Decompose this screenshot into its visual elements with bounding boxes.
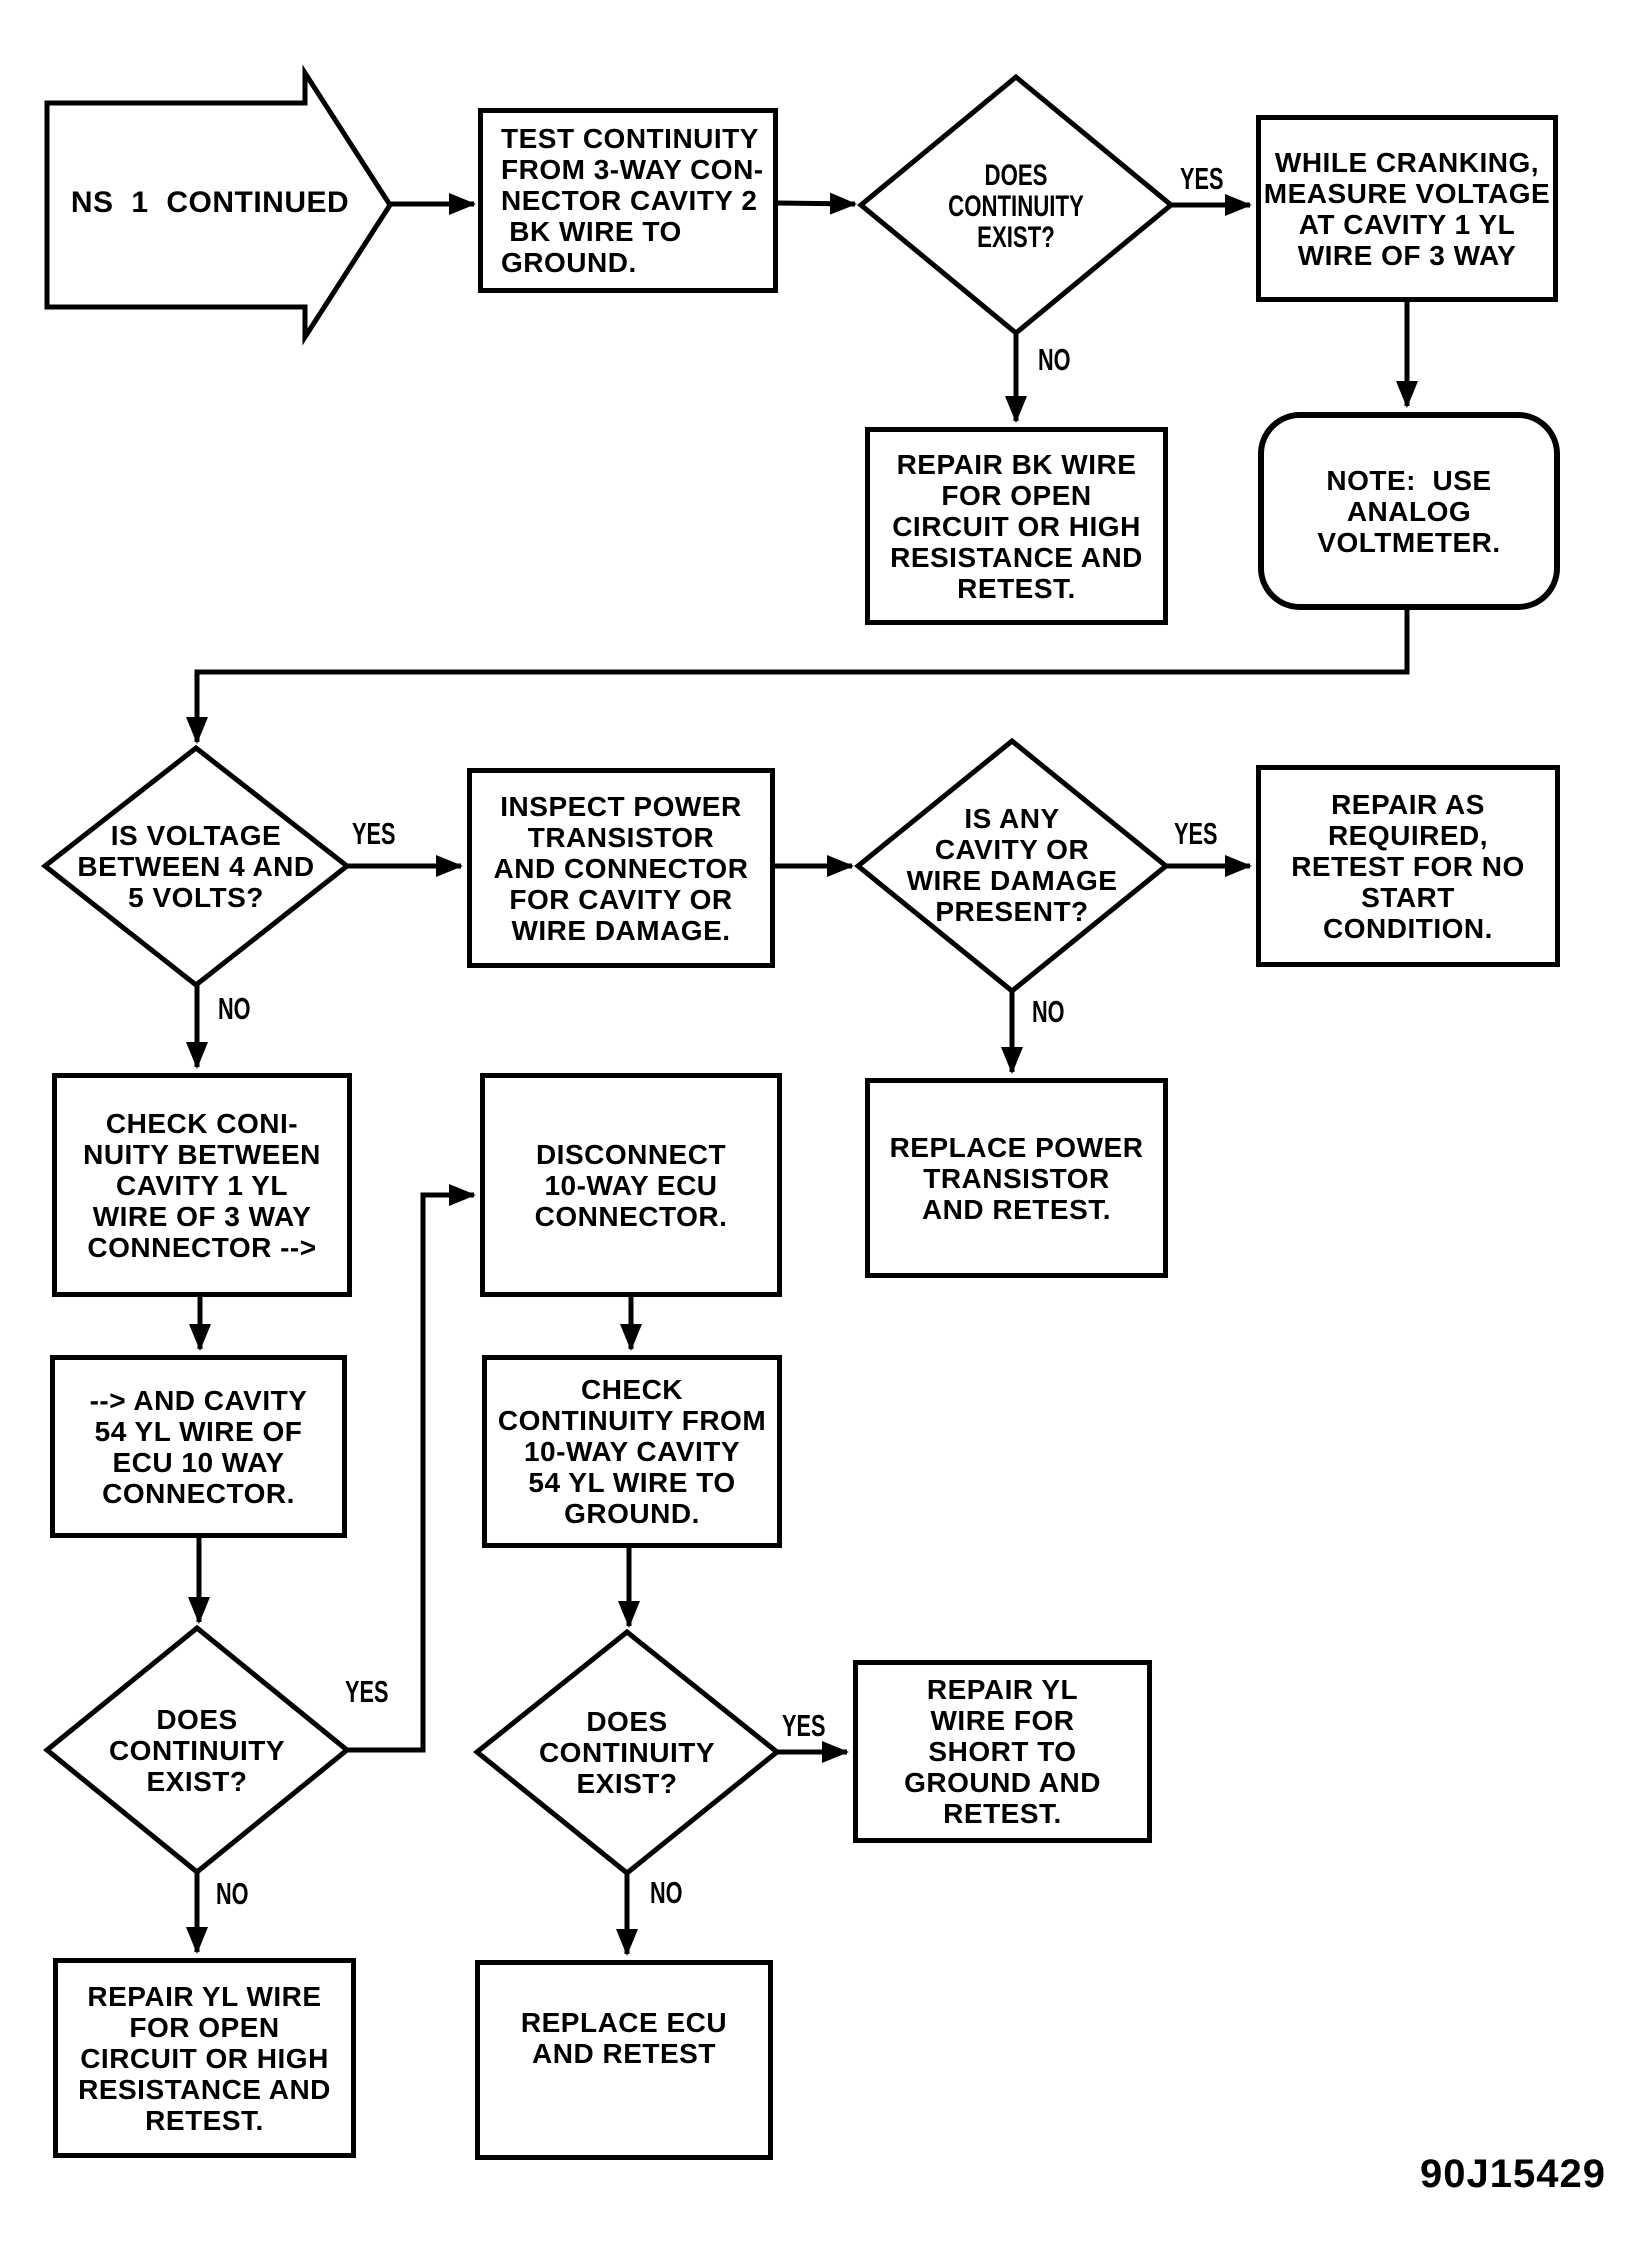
decision-damage-shape <box>854 737 1170 995</box>
decision-continuity-3-label: DOES CONTINUITY EXIST? <box>538 1706 716 1799</box>
process-test-continuity-text: TEST CONTINUITY FROM 3-WAY CON- NECTOR C… <box>501 123 764 278</box>
process-check-continuity-10way-text: CHECK CONTINUITY FROM 10-WAY CAVITY 54 Y… <box>497 1374 767 1529</box>
process-repair-as-required-text: REPAIR AS REQUIRED, RETEST FOR NO START … <box>1291 788 1525 944</box>
process-and-cavity-54-text: --> AND CAVITY 54 YL WIRE OF ECU 10 WAY … <box>89 1384 308 1509</box>
edge-label-yes-4: YES <box>345 1674 389 1709</box>
decision-continuity-3-shape <box>473 1628 781 1877</box>
process-replace-ecu: REPLACE ECU AND RETEST <box>475 1960 773 2160</box>
process-repair-bk-wire: REPAIR BK WIRE FOR OPEN CIRCUIT OR HIGH … <box>865 427 1168 625</box>
decision-continuity-1-shape <box>857 73 1175 337</box>
process-repair-bk-wire-text: REPAIR BK WIRE FOR OPEN CIRCUIT OR HIGH … <box>890 448 1143 604</box>
edge-label-no-2: NO <box>218 991 251 1026</box>
process-and-cavity-54: --> AND CAVITY 54 YL WIRE OF ECU 10 WAY … <box>50 1355 347 1538</box>
figure-number: 90J15429 <box>1420 2152 1606 2196</box>
decision-continuity-2-shape <box>43 1624 351 1876</box>
decision-continuity-1-label: DOES CONTINUITY EXIST? <box>948 159 1084 254</box>
process-test-continuity: TEST CONTINUITY FROM 3-WAY CON- NECTOR C… <box>478 108 778 293</box>
decision-voltage-shape <box>40 744 352 989</box>
process-replace-ecu-text: REPLACE ECU AND RETEST <box>520 2007 728 2069</box>
decision-continuity-2-label: DOES CONTINUITY EXIST? <box>108 1704 286 1797</box>
edge-label-no-1: NO <box>1038 342 1071 377</box>
decision-damage-label: IS ANY CAVITY OR WIRE DAMAGE PRESENT? <box>906 803 1118 927</box>
process-inspect-power-transistor-text: INSPECT POWER TRANSISTOR AND CONNECTOR F… <box>493 790 749 946</box>
process-repair-yl-open: REPAIR YL WIRE FOR OPEN CIRCUIT OR HIGH … <box>53 1958 356 2158</box>
edge-label-no-4: NO <box>216 1876 249 1911</box>
process-repair-yl-open-text: REPAIR YL WIRE FOR OPEN CIRCUIT OR HIGH … <box>78 1980 331 2136</box>
start-arrow-label: NS 1 CONTINUED <box>70 186 350 219</box>
process-replace-power-transistor: REPLACE POWER TRANSISTOR AND RETEST. <box>865 1078 1168 1278</box>
process-inspect-power-transistor: INSPECT POWER TRANSISTOR AND CONNECTOR F… <box>467 768 775 968</box>
note-analog-voltmeter-text: NOTE: USE ANALOG VOLTMETER. <box>1317 464 1501 558</box>
edge-label-yes-3: YES <box>1174 816 1218 851</box>
process-check-coninuity-text: CHECK CONI- NUITY BETWEEN CAVITY 1 YL WI… <box>83 1107 321 1263</box>
process-repair-as-required: REPAIR AS REQUIRED, RETEST FOR NO START … <box>1256 765 1560 967</box>
process-disconnect-ecu: DISCONNECT 10-WAY ECU CONNECTOR. <box>480 1073 782 1297</box>
process-check-coninuity: CHECK CONI- NUITY BETWEEN CAVITY 1 YL WI… <box>52 1073 352 1297</box>
edge-label-no-3: NO <box>1032 994 1065 1029</box>
decision-voltage-label: IS VOLTAGE BETWEEN 4 AND 5 VOLTS? <box>77 820 315 913</box>
process-while-cranking-text: WHILE CRANKING, MEASURE VOLTAGE AT CAVIT… <box>1263 146 1551 271</box>
process-repair-yl-short: REPAIR YL WIRE FOR SHORT TO GROUND AND R… <box>853 1660 1152 1843</box>
process-replace-power-transistor-text: REPLACE POWER TRANSISTOR AND RETEST. <box>889 1131 1144 1225</box>
edge-decision4-yes-feedback <box>347 1184 476 1753</box>
edge-label-yes-5: YES <box>782 1708 826 1743</box>
edge-note-to-decision2 <box>186 610 1410 744</box>
edge-label-no-5: NO <box>650 1875 683 1910</box>
note-analog-voltmeter: NOTE: USE ANALOG VOLTMETER. <box>1258 412 1560 610</box>
edge-label-yes-2: YES <box>352 816 396 851</box>
process-while-cranking: WHILE CRANKING, MEASURE VOLTAGE AT CAVIT… <box>1256 115 1558 302</box>
start-arrow-shape <box>44 64 393 346</box>
process-repair-yl-short-text: REPAIR YL WIRE FOR SHORT TO GROUND AND R… <box>904 1674 1101 1829</box>
edge-label-yes-1: YES <box>1180 161 1224 196</box>
process-disconnect-ecu-text: DISCONNECT 10-WAY ECU CONNECTOR. <box>534 1138 728 1232</box>
edge-test-to-decision1 <box>777 192 857 215</box>
process-check-continuity-10way: CHECK CONTINUITY FROM 10-WAY CAVITY 54 Y… <box>482 1355 782 1548</box>
